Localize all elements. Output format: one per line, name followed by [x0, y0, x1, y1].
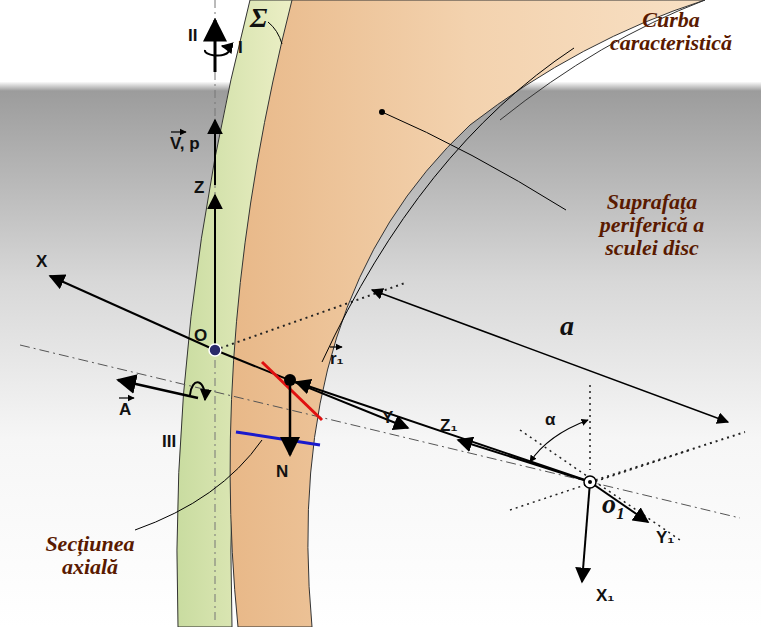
- vector-label: V, p: [170, 134, 200, 154]
- surface-name: Σ: [250, 2, 267, 34]
- rotation-label: II: [188, 26, 197, 46]
- rotation-label: I: [238, 38, 243, 58]
- rotation-label: III: [162, 432, 176, 452]
- vector-label: N: [276, 462, 288, 482]
- dimension-label: a: [560, 310, 574, 342]
- axis-label: Z: [194, 178, 204, 198]
- callout-text: Curba caracteristică: [596, 8, 746, 54]
- callout-text: Suprafața periferică a sculei disc: [572, 190, 732, 259]
- axis-label: Y: [382, 408, 393, 428]
- vector-label: A: [119, 400, 131, 420]
- callout-text: Secțiunea axială: [20, 532, 160, 578]
- axis-label: X₁: [596, 586, 614, 606]
- point-label: o₁: [602, 488, 626, 520]
- vector-label: r₁: [330, 349, 344, 369]
- axis-label: Y₁: [656, 528, 674, 548]
- point-label: O: [194, 326, 207, 346]
- angle-label: α: [545, 410, 555, 430]
- axis-label: X: [36, 252, 47, 272]
- axis-label: Z₁: [440, 416, 457, 436]
